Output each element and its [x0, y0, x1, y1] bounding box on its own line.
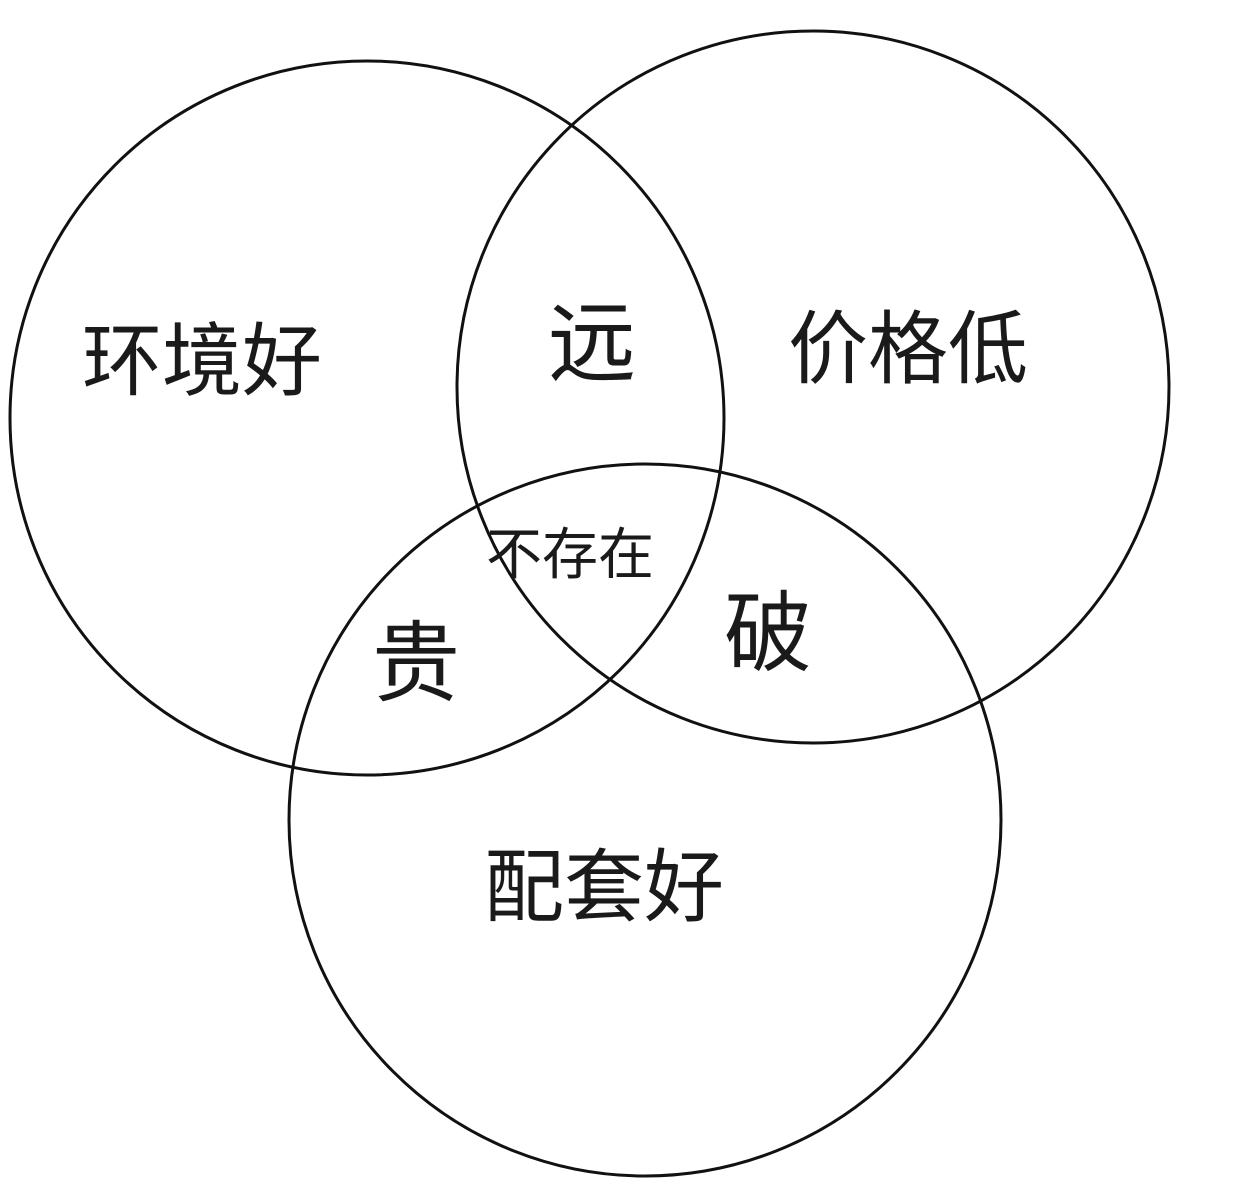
label-intersection-all: 不存在 [486, 523, 654, 588]
label-intersection-environment-price: 远 [548, 292, 637, 395]
label-intersection-price-amenities: 破 [724, 582, 813, 685]
circle-amenities [287, 462, 1003, 1178]
circle-price [455, 29, 1171, 745]
label-intersection-environment-amenities: 贵 [372, 612, 461, 715]
circle-environment [8, 59, 726, 777]
label-amenities: 配套好 [484, 841, 724, 934]
label-price: 价格低 [788, 303, 1028, 396]
label-environment: 环境好 [82, 315, 322, 408]
